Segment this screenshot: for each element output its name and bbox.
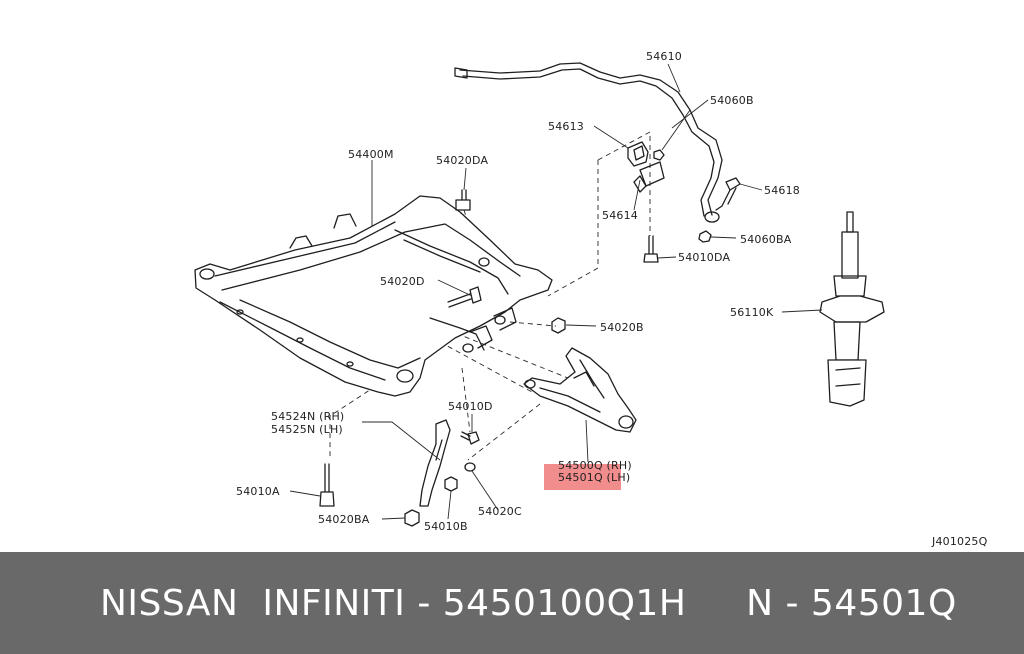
bolt-54010DA: [643, 235, 659, 263]
parts-diagram: 54610 54060B 54613 54618 54614 54060BA 5…: [194, 50, 988, 548]
label-54060B: 54060B: [710, 94, 754, 107]
nut-54020B: [551, 317, 566, 334]
label-54614: 54614: [602, 209, 638, 222]
link-rod-54524N: [419, 419, 451, 507]
front-crossmember: [194, 195, 553, 397]
bolt-54010D: [460, 431, 480, 445]
label-54613: 54613: [548, 120, 584, 133]
bolt-54020DA: [455, 189, 471, 211]
label-54501Q: 54501Q (LH): [558, 471, 630, 484]
label-54060BA: 54060BA: [740, 233, 792, 246]
stabilizer-bushing: [627, 141, 649, 167]
label-54020D: 54020D: [380, 275, 425, 288]
highlight-box: [544, 464, 621, 490]
nut-54010B: [444, 476, 458, 492]
footer-banner: NISSAN INFINITI - 5450100Q1H N - 54501Q: [0, 552, 1024, 654]
label-56110K: 56110K: [730, 306, 774, 319]
reference-code: J401025Q: [931, 535, 988, 548]
parts-diagram-svg: 54610 54060B 54613 54618 54614 54060BA 5…: [194, 50, 988, 548]
label-54010D: 54010D: [448, 400, 493, 413]
part-labels: 54610 54060B 54613 54618 54614 54060BA 5…: [236, 50, 988, 548]
label-54020BA: 54020BA: [318, 513, 370, 526]
label-54020C: 54020C: [478, 505, 522, 518]
leader-lines: [289, 63, 823, 520]
label-54618: 54618: [764, 184, 800, 197]
label-54020B: 54020B: [600, 321, 644, 334]
label-54500Q: 54500Q (RH): [558, 459, 632, 472]
label-54525N: 54525N (LH): [271, 423, 343, 436]
washer-54020C: [464, 462, 476, 472]
stabilizer-bar: [454, 62, 723, 223]
stabilizer-link: [715, 177, 741, 211]
label-54524N: 54524N (RH): [271, 410, 344, 423]
strut-assembly: [819, 211, 885, 407]
nut-54060B: [653, 149, 665, 161]
label-54010DA: 54010DA: [678, 251, 730, 264]
label-54020DA: 54020DA: [436, 154, 488, 167]
footer-part-number: NISSAN INFINITI - 5450100Q1H N - 54501Q: [100, 582, 957, 624]
nut-54060BA: [698, 230, 712, 243]
lower-control-arm: [523, 347, 637, 433]
label-54010B: 54010B: [424, 520, 468, 533]
label-54010A: 54010A: [236, 485, 280, 498]
bolt-54020D: [447, 286, 482, 308]
label-54400M: 54400M: [348, 148, 394, 161]
label-54610: 54610: [646, 50, 682, 63]
nut-54020BA: [404, 509, 420, 527]
bolt-54010A: [319, 463, 335, 507]
